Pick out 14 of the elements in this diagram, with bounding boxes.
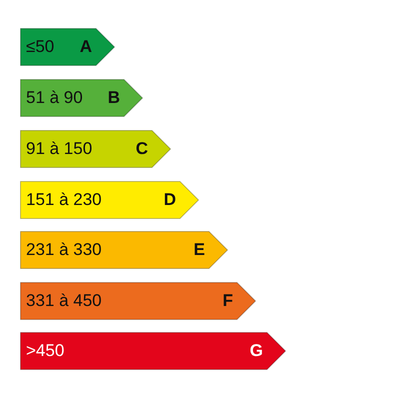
class-letter: C <box>136 138 148 160</box>
class-letter: G <box>250 340 263 362</box>
class-letter: B <box>108 87 120 109</box>
class-letter: F <box>222 290 233 312</box>
range-label: ≤50 <box>26 36 54 58</box>
range-label: >450 <box>26 340 64 362</box>
range-label: 231 à 330 <box>26 239 102 261</box>
class-letter: A <box>80 36 92 58</box>
range-label: 91 à 150 <box>26 138 92 160</box>
range-label: 51 à 90 <box>26 87 83 109</box>
range-label: 331 à 450 <box>26 290 102 312</box>
range-label: 151 à 230 <box>26 189 102 211</box>
class-letter: D <box>164 189 176 211</box>
class-letter: E <box>194 239 205 261</box>
